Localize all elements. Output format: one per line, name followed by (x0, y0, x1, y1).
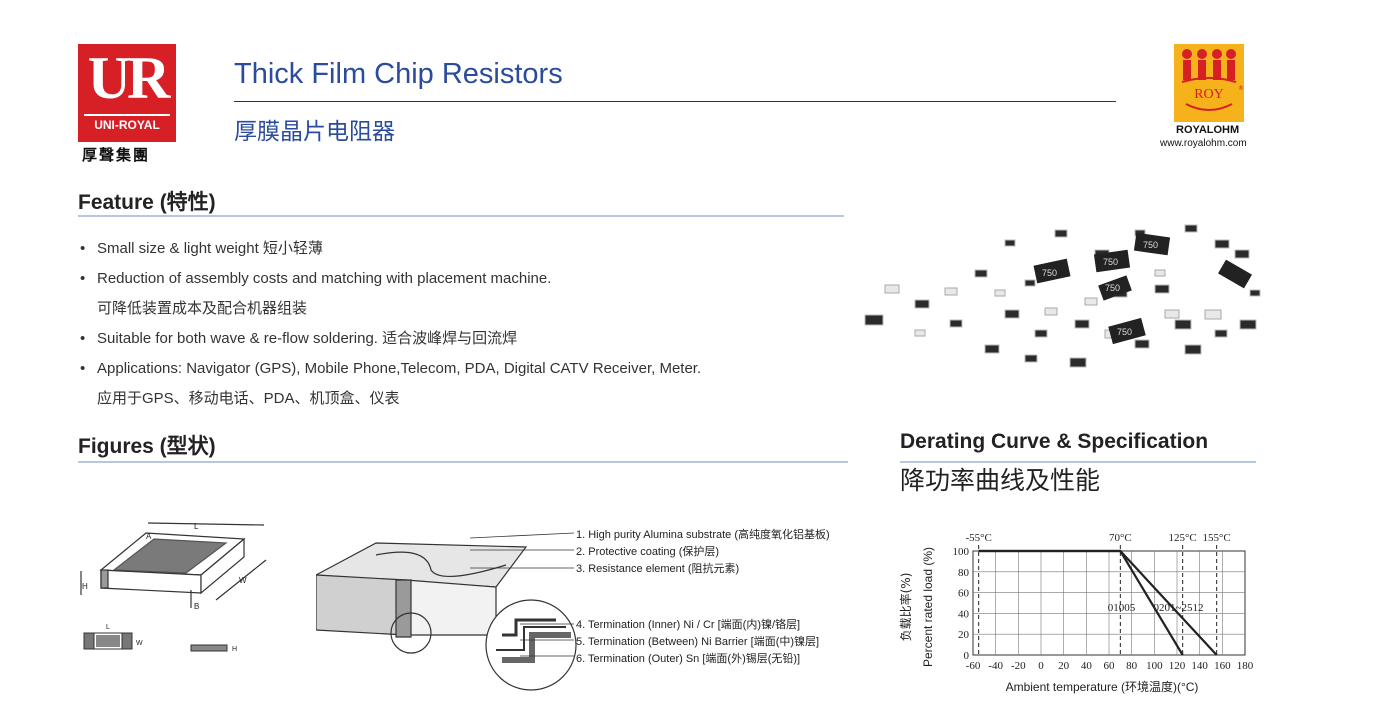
feature-line: Applications: Navigator (GPS), Mobile Ph… (97, 360, 702, 377)
dim-label: L (194, 522, 199, 531)
temperature-marker-label: 125°C (1169, 532, 1197, 544)
product-photo: 750 750 750 750 750 (864, 224, 1261, 368)
y-tick-label: 40 (958, 608, 970, 620)
dim-label: W (239, 576, 247, 585)
y-tick-label: 60 (958, 588, 970, 600)
feature-line: 可降低装置成本及配合机器组装 (97, 300, 308, 317)
royalohm-url: www.royalohm.com (1160, 138, 1247, 149)
x-tick-label: 60 (1104, 660, 1116, 672)
layer-label: 6. Termination (Outer) Sn [端面(外)锡层(无铅)] (576, 653, 801, 665)
royalohm-logo-mark: ROY (1194, 87, 1224, 102)
layer-label: 1. High purity Alumina substrate (高纯度氧化铝… (576, 529, 830, 541)
layer-label: 5. Termination (Between) Ni Barrier [端面(… (576, 636, 820, 648)
layer-label: 2. Protective coating (保护层) (576, 546, 720, 558)
x-tick-label: 40 (1081, 660, 1093, 672)
x-tick-label: 80 (1126, 660, 1138, 672)
dim-label: H (232, 646, 237, 653)
dim-label: B (194, 602, 199, 611)
dim-label: W (136, 640, 143, 647)
series-label: 0201~2512 (1154, 602, 1204, 614)
y-axis-label-cn: 负载比率(%) (898, 573, 913, 642)
feature-item: Reduction of assembly costs and matching… (80, 264, 701, 324)
feature-line: Reduction of assembly costs and matching… (97, 270, 552, 287)
x-tick-label: 20 (1058, 660, 1070, 672)
y-tick-label: 0 (964, 650, 970, 662)
brand-chinese-name: 厚聲集團 (82, 146, 151, 164)
title-divider (234, 101, 1116, 102)
chip-label: 750 (1105, 283, 1120, 293)
royalohm-crown-icon: ROY ® (1181, 49, 1244, 111)
temperature-marker-label: 70°C (1109, 532, 1132, 544)
chip-label: 750 (1103, 257, 1118, 267)
feature-line: Small size & light weight 短小轻薄 (97, 240, 323, 257)
chip-label: 750 (1117, 327, 1132, 337)
feature-list: Small size & light weight 短小轻薄 Reduction… (80, 234, 701, 414)
feature-line: 应用于GPS、移动电话、PDA、机顶盒、仪表 (97, 390, 400, 407)
dim-label: A (146, 532, 152, 541)
derating-heading: Derating Curve & Specification (900, 430, 1209, 453)
figures-heading: Figures (型状) (78, 435, 216, 458)
temperature-marker-label: -55°C (965, 532, 991, 544)
feature-item: Small size & light weight 短小轻薄 (80, 234, 701, 264)
x-tick-label: 100 (1146, 660, 1163, 672)
layer-label: 4. Termination (Inner) Ni / Cr [端面(内)镍/铬… (576, 619, 801, 631)
x-tick-label: -40 (988, 660, 1003, 672)
y-axis-label: Percent rated load (%) (921, 547, 935, 667)
chip-resistor-scatter-image: 750 750 750 750 750 (864, 224, 1261, 368)
leader-lines (470, 532, 575, 657)
x-tick-label: 140 (1191, 660, 1208, 672)
chip-label: 750 (1042, 268, 1057, 278)
y-tick-label: 80 (958, 567, 970, 579)
derating-divider (900, 461, 1256, 463)
svg-text:®: ® (1238, 85, 1244, 92)
x-tick-label: 160 (1214, 660, 1231, 672)
feature-heading: Feature (特性) (78, 191, 216, 214)
feature-item: Suitable for both wave & re-flow solderi… (80, 324, 701, 354)
layer-label: 3. Resistance element (阻抗元素) (576, 563, 740, 575)
x-tick-label: -20 (1011, 660, 1026, 672)
feature-divider (78, 215, 844, 217)
temperature-marker-label: 155°C (1203, 532, 1231, 544)
x-tick-label: 180 (1237, 660, 1254, 672)
dim-label: L (106, 624, 110, 631)
uniroyal-logo: UR UNI-ROYAL (78, 44, 176, 142)
feature-item: Applications: Navigator (GPS), Mobile Ph… (80, 354, 701, 414)
uniroyal-logo-text: UNI-ROYAL (94, 118, 160, 132)
layer-structure-drawing (316, 542, 577, 691)
derating-chart: 负载比率(%) Percent rated load (%) Ambient t… (898, 532, 1254, 694)
series-label: 01005 (1108, 602, 1136, 614)
y-tick-label: 100 (953, 546, 970, 558)
dimension-drawing: L A H W B L W H (80, 522, 267, 653)
chip-label: 750 (1143, 240, 1158, 250)
feature-line: Suitable for both wave & re-flow solderi… (97, 330, 518, 347)
royalohm-label: ROYALOHM (1176, 124, 1240, 136)
logo-divider (84, 114, 170, 116)
x-tick-label: 0 (1038, 660, 1044, 672)
uniroyal-logo-mark: UR (87, 45, 171, 111)
y-tick-label: 20 (958, 629, 970, 641)
x-axis-label: Ambient temperature (环境温度)(°C) (1006, 679, 1199, 694)
layer-legend: 1. High purity Alumina substrate (高纯度氧化铝… (576, 526, 830, 667)
page-title: Thick Film Chip Resistors (234, 58, 563, 90)
page-title-cn: 厚膜晶片电阻器 (234, 119, 395, 145)
figures-divider (78, 461, 848, 463)
derating-line (978, 549, 1218, 656)
x-tick-label: -60 (966, 660, 981, 672)
x-tick-label: 120 (1169, 660, 1186, 672)
derating-heading-cn: 降功率曲线及性能 (900, 466, 1101, 495)
dim-label: H (82, 582, 88, 591)
royalohm-logo: ROY ® (1174, 44, 1244, 122)
